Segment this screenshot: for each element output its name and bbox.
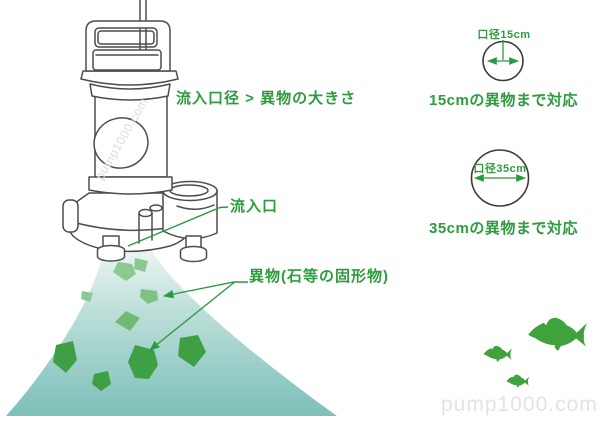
fish-icons <box>483 317 588 388</box>
fish-icon <box>483 345 513 362</box>
diameter-15cm-label: 口径15cm <box>477 29 531 41</box>
debris-stone <box>128 345 158 379</box>
leader-lines <box>127 206 248 351</box>
fish-icon <box>506 374 530 388</box>
pump-discharge-detail <box>176 204 215 210</box>
debris-stone <box>178 335 206 367</box>
debris-stone <box>92 371 111 391</box>
diameter-35cm-label: 口径35cm <box>473 163 527 175</box>
pump-line-art <box>62 0 218 263</box>
pump-window <box>93 117 149 169</box>
debris-stone <box>81 291 93 302</box>
debris-stone <box>115 311 140 331</box>
debris-stone <box>113 262 136 281</box>
debris-leader-line <box>149 281 235 351</box>
pump-bottom-flange <box>88 176 173 195</box>
pump-cap-band <box>89 83 171 101</box>
watermark-bottom: pump1000.com <box>441 393 598 416</box>
diameter-circle-15cm <box>482 40 524 82</box>
pump-foot-right-base <box>179 245 208 263</box>
pump-handle-opening-bottom <box>92 49 162 71</box>
pump-foot-left-base <box>96 244 126 262</box>
fish-icon <box>528 317 588 351</box>
capability-35cm-caption: 35cmの異物まで対応 <box>429 220 578 237</box>
inlet-leader-line <box>127 206 229 247</box>
debris-label: 異物(石等の固形物) <box>249 268 389 285</box>
pump-handle-base <box>80 70 179 86</box>
pump-cable <box>139 0 147 50</box>
pump-handle-opening-top <box>94 27 158 48</box>
diameter-circle-35cm <box>470 149 530 207</box>
inlet-rule-label: 流入口径 > 異物の大きさ <box>176 90 357 107</box>
pump-handle-opening-top-inner <box>97 30 155 45</box>
pump-front-stub-top <box>138 208 153 218</box>
pump-drum-detail <box>149 204 163 212</box>
debris-stone <box>53 341 77 373</box>
debris-shapes <box>53 258 206 391</box>
debris-stone <box>140 289 158 304</box>
debris-stone <box>134 258 148 272</box>
inlet-label: 流入口 <box>230 198 279 215</box>
debris-leader-line <box>162 281 248 299</box>
pump-side-lug <box>62 199 79 233</box>
capability-15cm-caption: 15cmの異物まで対応 <box>429 92 578 109</box>
